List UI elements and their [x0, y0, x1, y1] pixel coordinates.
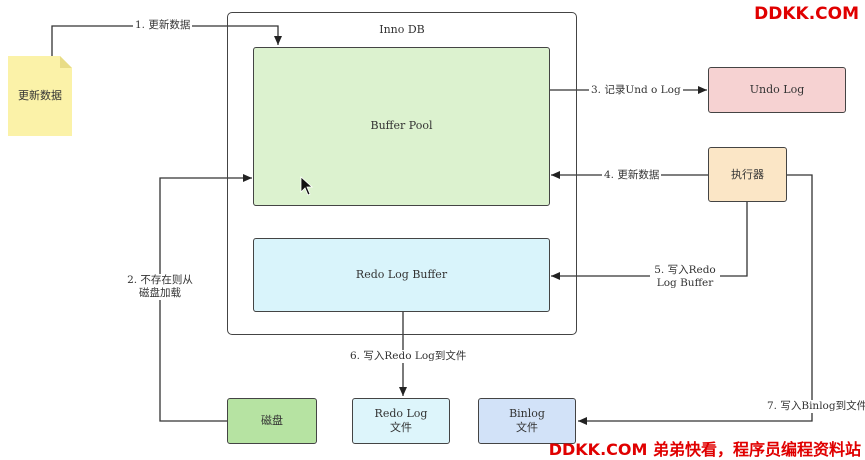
- redo-log-file-line1: Redo Log: [374, 407, 428, 420]
- arrow-step-7: [578, 174, 813, 425]
- note-shape: [8, 56, 72, 136]
- buffer-pool-label: Buffer Pool: [370, 118, 433, 132]
- step-7-label: 7. 写入Binlog到文件: [765, 400, 865, 413]
- step-1-label: 1. 更新数据: [133, 19, 193, 32]
- undo-log-label: Undo Log: [749, 83, 805, 96]
- mouse-cursor-icon: [300, 176, 314, 196]
- redo-log-buffer: Redo Log Buffer: [253, 238, 550, 312]
- innodb-title: Inno DB: [379, 23, 425, 36]
- executor-label: 执行器: [731, 167, 764, 181]
- disk-label: 磁盘: [261, 414, 283, 427]
- note-text: 更新数据: [18, 89, 62, 102]
- step-3-label: 3. 记录Und o Log: [589, 84, 683, 97]
- buffer-pool: Buffer Pool: [253, 47, 550, 206]
- binlog-file: Binlog 文件: [478, 398, 576, 444]
- arrow-step-5: [551, 202, 748, 280]
- step-2-label: 2. 不存在则从 磁盘加载: [122, 274, 198, 300]
- watermark-top: DDKK.COM: [754, 4, 859, 24]
- step-5-label: 5. 写入Redo Log Buffer: [650, 264, 720, 290]
- update-note: 更新数据: [8, 56, 72, 136]
- step-6-label: 6. 写入Redo Log到文件: [348, 350, 469, 363]
- redo-log-buffer-label: Redo Log Buffer: [355, 268, 448, 281]
- step-2-line2: 磁盘加载: [139, 287, 181, 299]
- redo-log-file: Redo Log 文件: [352, 398, 450, 444]
- undo-log: Undo Log: [708, 67, 846, 113]
- redo-log-file-line2: 文件: [390, 421, 412, 434]
- binlog-file-line2: 文件: [516, 421, 538, 434]
- watermark-bottom: DDKK.COM 弟弟快看，程序员编程资料站: [548, 440, 861, 459]
- binlog-file-line1: Binlog: [509, 407, 545, 420]
- step-2-line1: 2. 不存在则从: [127, 274, 193, 286]
- disk: 磁盘: [227, 398, 317, 444]
- step-5-line1: 5. 写入Redo: [654, 264, 716, 276]
- executor: 执行器: [708, 147, 787, 202]
- step-4-label: 4. 更新数据: [602, 169, 662, 182]
- step-5-line2: Log Buffer: [656, 277, 714, 289]
- innodb-container: [227, 12, 577, 335]
